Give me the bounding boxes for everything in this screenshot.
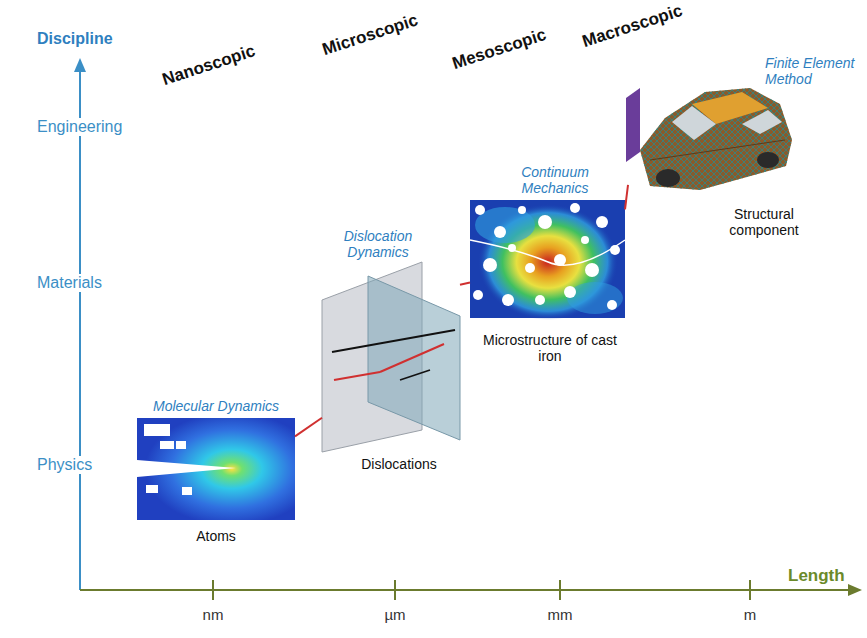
discipline-label: Engineering bbox=[35, 118, 124, 136]
scale-link bbox=[460, 283, 470, 285]
tick-label: mm bbox=[530, 606, 590, 623]
scale-link bbox=[625, 185, 628, 209]
scale-panel: Continuum MechanicsMicrostructure of cas… bbox=[470, 200, 625, 318]
discipline-label: Materials bbox=[35, 274, 104, 292]
scale-panel: Molecular DynamicsAtoms bbox=[137, 418, 295, 520]
scale-caption: Dislocations bbox=[344, 456, 454, 472]
scale-caption: Microstructure of cast iron bbox=[480, 332, 620, 364]
discipline-label: Discipline bbox=[35, 30, 115, 48]
scale-panel: Dislocation DynamicsDislocations bbox=[322, 262, 460, 452]
scale-header: Microscopic bbox=[320, 10, 420, 59]
tick-label: nm bbox=[183, 606, 243, 623]
scale-caption: Structural component bbox=[708, 206, 820, 238]
method-heading: Molecular Dynamics bbox=[127, 398, 305, 414]
axis-title: Length bbox=[788, 566, 845, 586]
md-simulation bbox=[137, 418, 295, 520]
method-heading: Continuum Mechanics bbox=[496, 164, 614, 196]
scale-header: Nanoscopic bbox=[160, 41, 258, 89]
cast-iron-field bbox=[470, 200, 625, 320]
axes bbox=[74, 58, 862, 600]
method-heading: Finite Element Method bbox=[765, 55, 857, 87]
discipline-label: Physics bbox=[35, 456, 94, 474]
scale-link bbox=[295, 418, 322, 437]
scale-panel: Finite Element MethodStructural componen… bbox=[628, 75, 760, 192]
method-heading: Dislocation Dynamics bbox=[326, 228, 430, 260]
scale-caption: Atoms bbox=[167, 528, 265, 544]
scale-header: Mesoscopic bbox=[450, 25, 549, 74]
tick-label: m bbox=[720, 606, 780, 623]
tick-label: µm bbox=[365, 606, 425, 623]
car-model bbox=[626, 88, 792, 190]
dislocation-planes bbox=[322, 262, 460, 452]
scale-header: Macroscopic bbox=[580, 1, 685, 52]
